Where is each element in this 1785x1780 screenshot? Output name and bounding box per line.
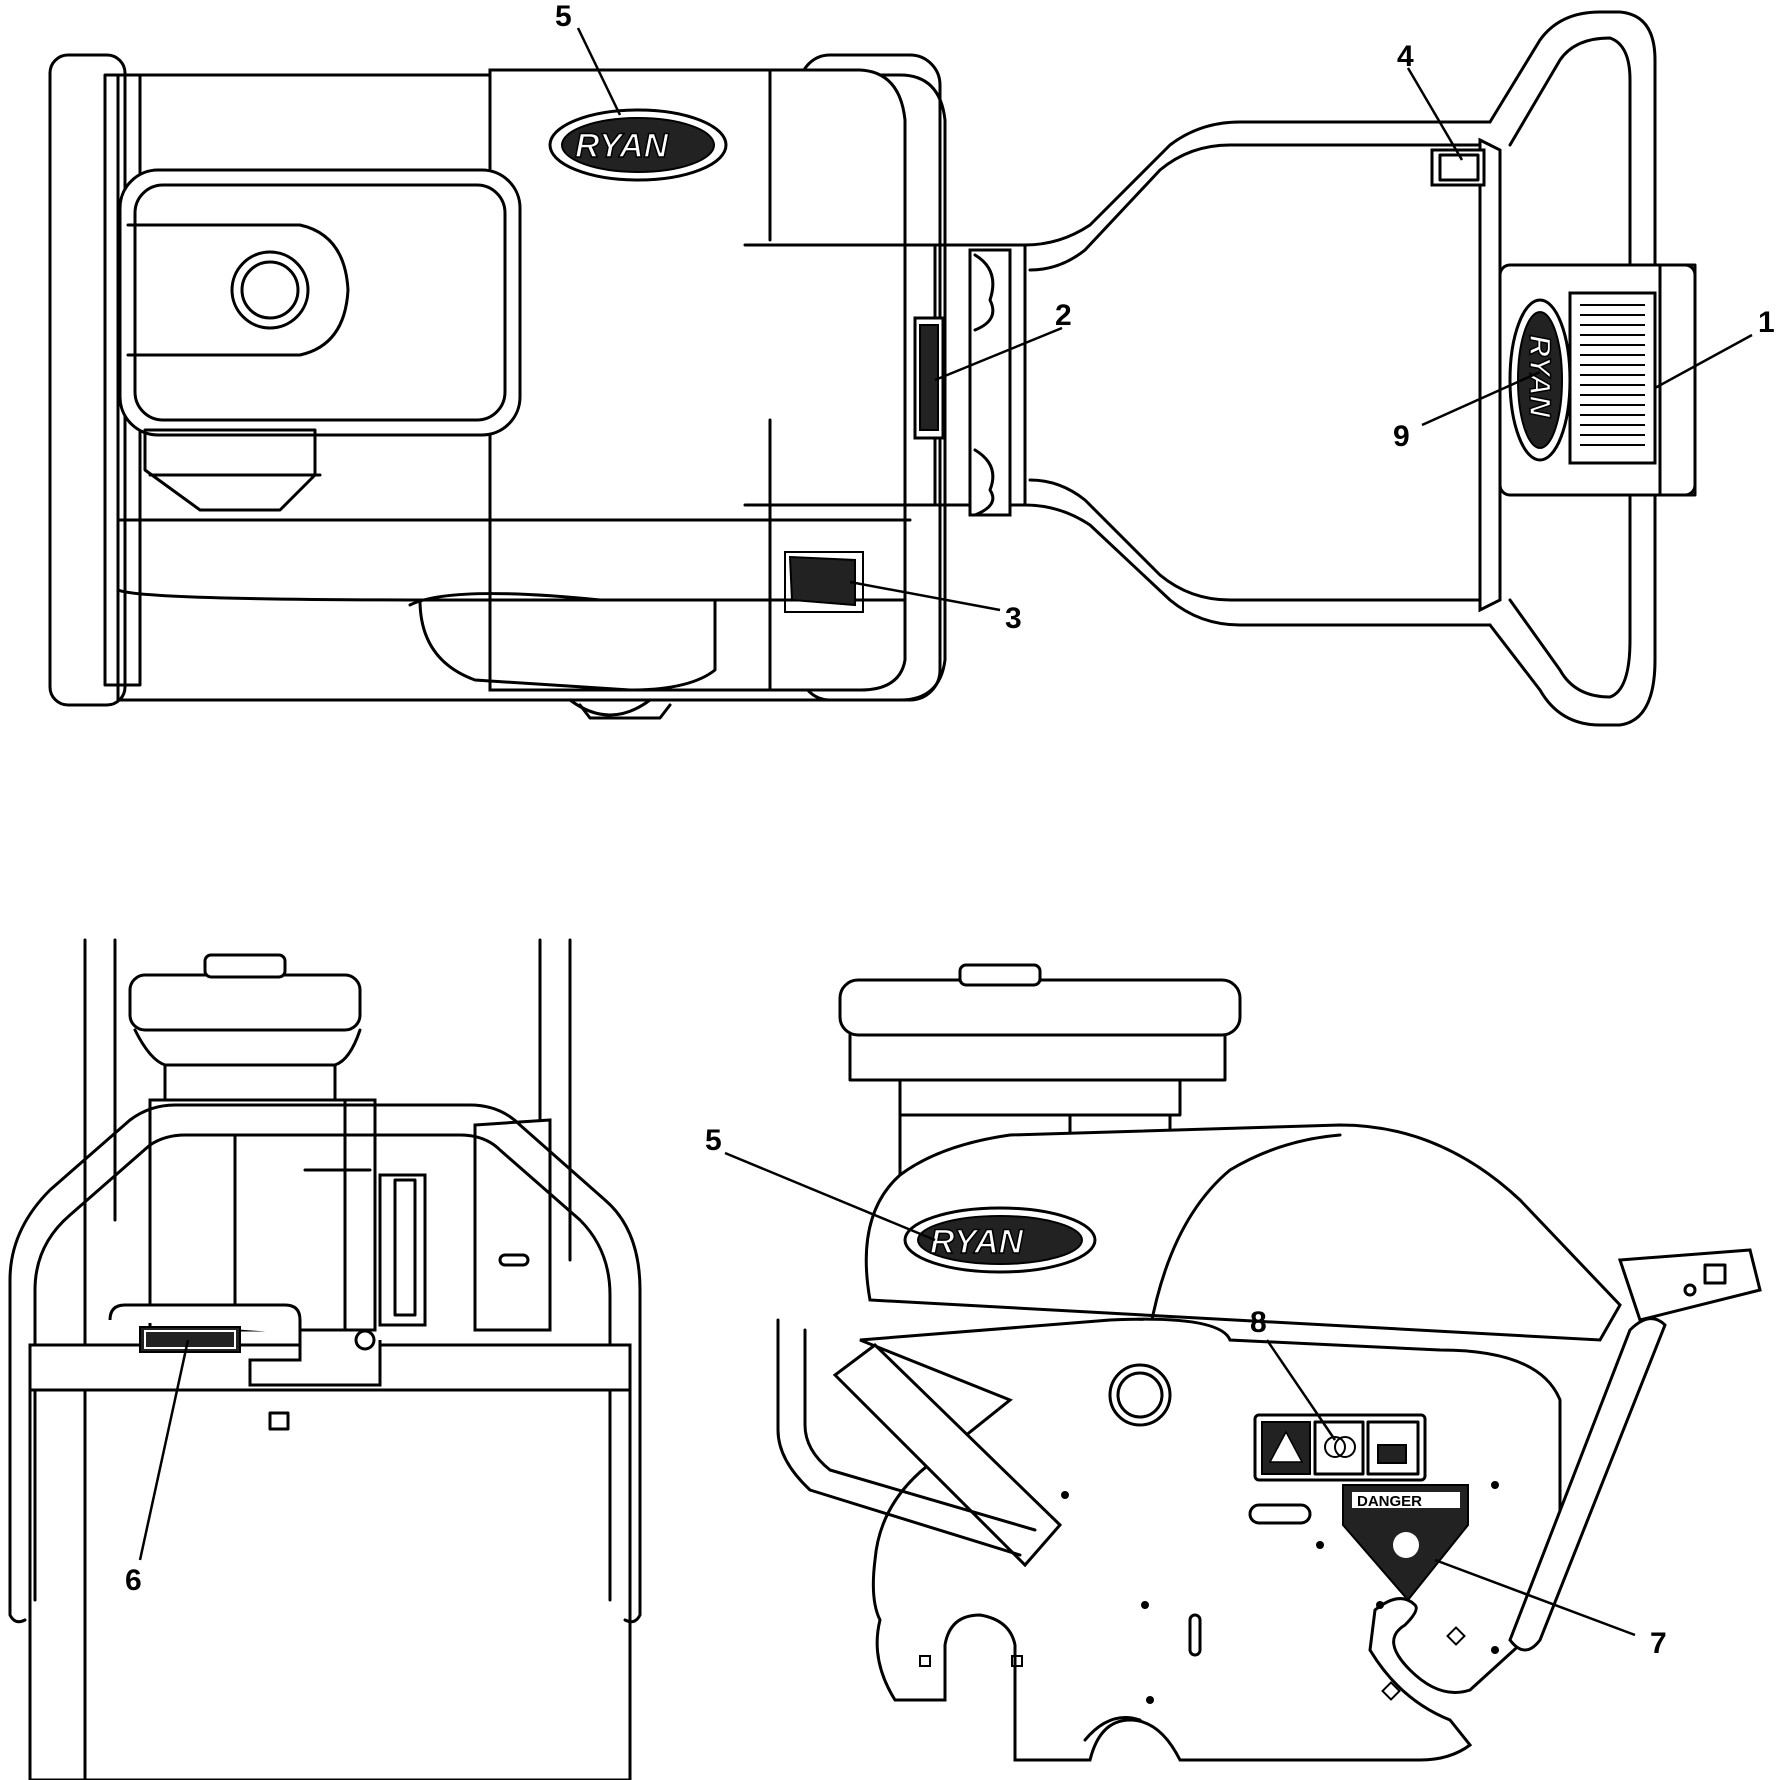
callout-8: 8 bbox=[1250, 1306, 1267, 1339]
callout-1: 1 bbox=[1758, 306, 1775, 339]
logo-5-side: RYAN bbox=[930, 1223, 1025, 1261]
top-view: RYAN RYAN bbox=[48, 10, 1697, 727]
front-view bbox=[8, 938, 642, 1780]
logo-5-top: RYAN bbox=[575, 127, 670, 165]
callout-5-top: 5 bbox=[555, 0, 572, 33]
callout-7: 7 bbox=[1650, 1627, 1667, 1660]
callout-5-side: 5 bbox=[705, 1124, 722, 1157]
callout-numbers: 1 2 3 4 5 5 6 7 8 9 bbox=[125, 0, 1775, 1660]
callout-6: 6 bbox=[125, 1564, 142, 1597]
leader-lines bbox=[138, 27, 1753, 1637]
danger-decal-text: DANGER bbox=[1357, 1493, 1422, 1510]
callout-2: 2 bbox=[1055, 299, 1072, 332]
side-view: DANGER RYAN bbox=[776, 963, 1762, 1762]
callout-4: 4 bbox=[1397, 40, 1414, 73]
callout-3: 3 bbox=[1005, 602, 1022, 635]
callout-9: 9 bbox=[1393, 420, 1410, 453]
